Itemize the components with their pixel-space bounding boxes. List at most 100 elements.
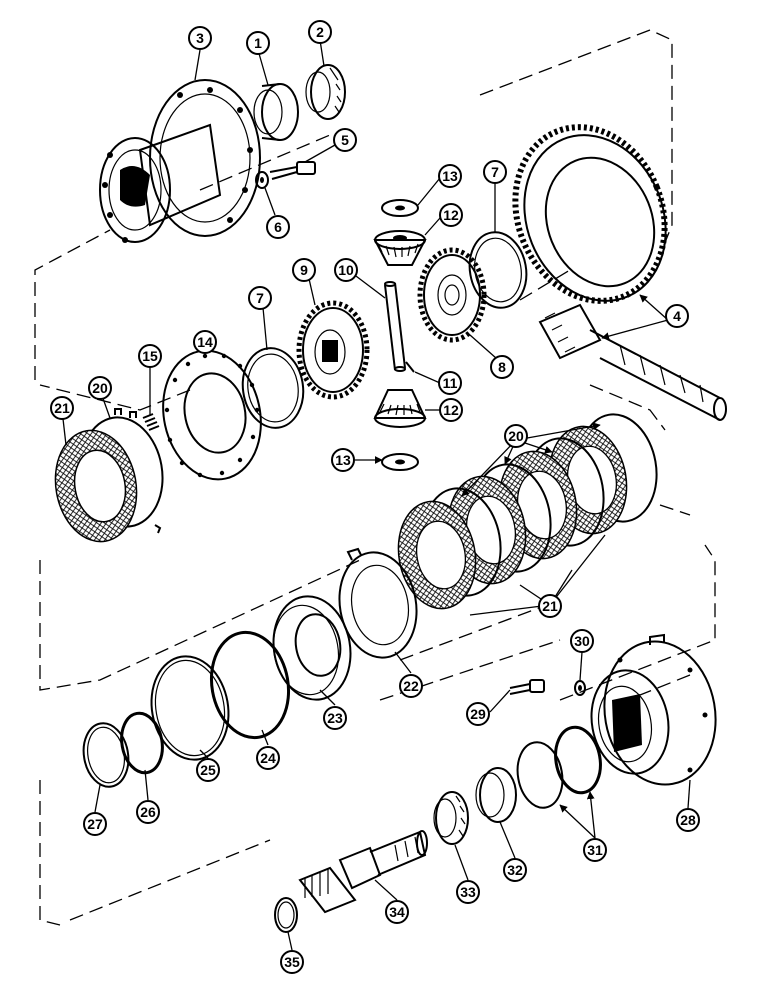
- callout-28: 28: [676, 808, 700, 832]
- svg-text:26: 26: [140, 804, 156, 820]
- friction-disc-21-left: [54, 429, 138, 543]
- svg-text:1: 1: [254, 35, 262, 51]
- svg-text:12: 12: [443, 402, 459, 418]
- svg-text:5: 5: [341, 132, 349, 148]
- cross-shaft-10: [384, 281, 406, 372]
- svg-text:14: 14: [197, 334, 213, 350]
- callout-26: 26: [136, 800, 160, 824]
- seal-ring-24: [209, 630, 291, 740]
- svg-text:10: 10: [338, 262, 354, 278]
- pinion-shaft-4: [538, 303, 727, 421]
- svg-text:2: 2: [316, 24, 324, 40]
- tapered-roller-bearing-2: [305, 64, 346, 120]
- svg-text:20: 20: [92, 380, 108, 396]
- svg-text:34: 34: [389, 904, 405, 920]
- svg-text:35: 35: [284, 954, 300, 970]
- svg-text:24: 24: [260, 750, 276, 766]
- callout-32: 32: [503, 858, 527, 882]
- upper-group-boundary: [34, 29, 673, 411]
- callout-8: 8: [490, 355, 514, 379]
- svg-text:6: 6: [274, 219, 282, 235]
- callout-34: 34: [385, 900, 409, 924]
- svg-text:30: 30: [574, 633, 590, 649]
- svg-text:31: 31: [587, 842, 603, 858]
- callout-14: 14: [193, 330, 217, 354]
- brake-housing-28: [590, 633, 717, 786]
- svg-text:8: 8: [498, 359, 506, 375]
- svg-text:7: 7: [256, 290, 264, 306]
- ring-gear-4: [512, 124, 668, 304]
- svg-text:29: 29: [470, 706, 486, 722]
- callout-24: 24: [256, 746, 280, 770]
- lower-group-boundary: [39, 544, 716, 926]
- seal-ring-27: [82, 722, 130, 788]
- callout-23: 23: [323, 706, 347, 730]
- snap-ring-31-a: [554, 725, 602, 795]
- callout-12-upper: 12: [439, 203, 463, 227]
- callout-15: 15: [138, 344, 162, 368]
- bearing-cup-1: [253, 83, 299, 141]
- snap-ring-35: [274, 897, 298, 933]
- bolt-5: [269, 161, 316, 180]
- pinion-gear-12-lower: [373, 389, 427, 428]
- callout-1: 1: [246, 31, 270, 55]
- clutch-pack-stack-20-21: [397, 413, 658, 610]
- callout-12-lower: 12: [439, 398, 463, 422]
- callout-27: 27: [83, 812, 107, 836]
- callout-7-upper: 7: [483, 160, 507, 184]
- callout-21-left: 21: [50, 396, 74, 420]
- svg-text:15: 15: [142, 348, 158, 364]
- svg-text:11: 11: [443, 375, 458, 391]
- svg-text:20: 20: [508, 428, 524, 444]
- svg-text:12: 12: [443, 207, 459, 223]
- snap-ring-31-b: [516, 741, 564, 809]
- svg-text:4: 4: [673, 308, 681, 324]
- svg-text:21: 21: [54, 400, 70, 416]
- svg-text:21: 21: [542, 598, 558, 614]
- svg-text:3: 3: [196, 30, 204, 46]
- callout-21-right: 21: [538, 594, 562, 618]
- pinion-gear-12-upper: [373, 230, 427, 266]
- svg-text:13: 13: [442, 168, 458, 184]
- callout-25: 25: [196, 758, 220, 782]
- spring-15: [142, 413, 160, 431]
- output-shaft-34: [298, 830, 428, 914]
- svg-text:13: 13: [335, 452, 351, 468]
- callout-2: 2: [308, 20, 332, 44]
- callout-7-lower: 7: [248, 286, 272, 310]
- callout-29: 29: [466, 702, 490, 726]
- separator-plate-22: [338, 547, 418, 659]
- callout-10: 10: [334, 258, 358, 282]
- svg-text:32: 32: [507, 862, 523, 878]
- callout-13-lower: 13: [331, 448, 355, 472]
- side-gear-9: [296, 300, 370, 400]
- washer-6: [255, 171, 269, 189]
- svg-text:9: 9: [300, 262, 308, 278]
- seal-ring-25: [150, 655, 230, 761]
- callout-20-left: 20: [88, 376, 112, 400]
- svg-text:25: 25: [200, 762, 216, 778]
- piston-23: [272, 595, 352, 701]
- middle-group-boundary: [39, 384, 691, 691]
- callout-22: 22: [399, 674, 423, 698]
- callout-20-right: 20: [504, 424, 528, 448]
- svg-text:33: 33: [460, 884, 476, 900]
- callout-9: 9: [292, 258, 316, 282]
- svg-text:27: 27: [87, 816, 103, 832]
- callout-33: 33: [456, 880, 480, 904]
- callout-13-upper: 13: [438, 164, 462, 188]
- svg-text:23: 23: [327, 710, 343, 726]
- callout-35: 35: [280, 950, 304, 974]
- svg-text:7: 7: [491, 164, 499, 180]
- svg-text:22: 22: [403, 678, 419, 694]
- pinion-washer-13-upper: [381, 199, 419, 217]
- callout-3: 3: [188, 26, 212, 50]
- tapered-roller-bearing-33: [433, 791, 469, 845]
- pinion-washer-13-lower: [381, 453, 419, 471]
- callout-11: 11: [438, 371, 462, 395]
- lock-pin-11: [405, 361, 415, 373]
- side-gear-8: [417, 247, 487, 343]
- callout-30: 30: [570, 629, 594, 653]
- callout-6: 6: [266, 215, 290, 239]
